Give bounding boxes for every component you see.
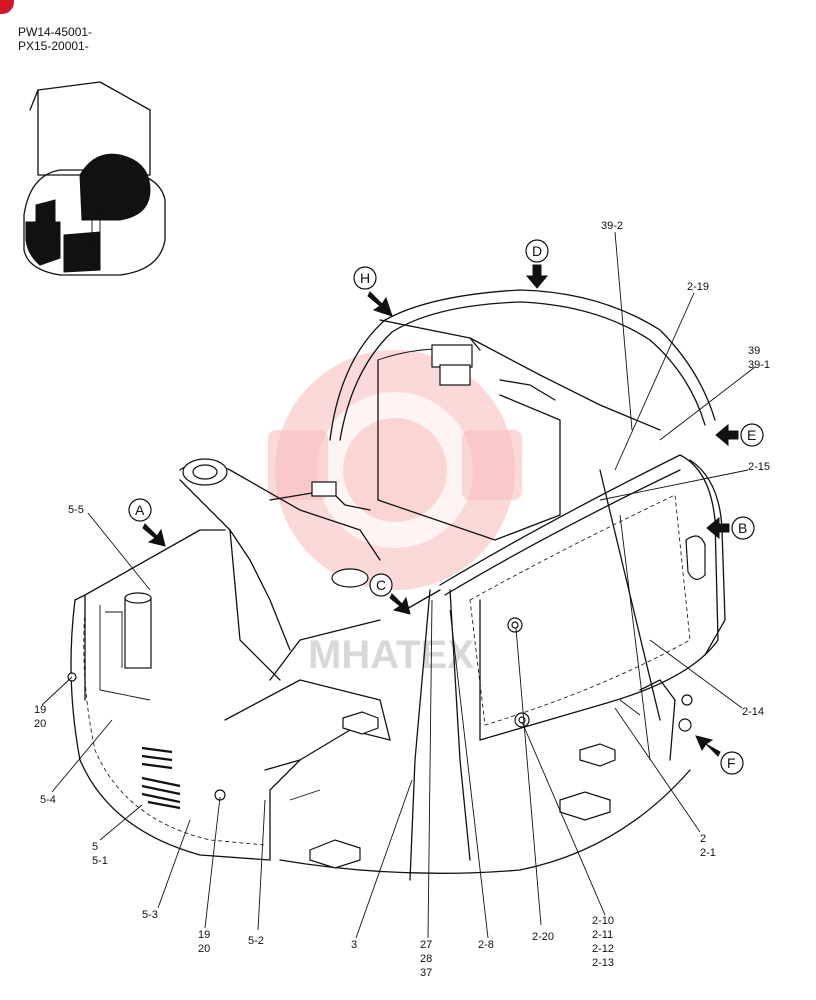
callout-2-1: 2-1 (700, 847, 716, 859)
callout-2-20: 2-20 (532, 931, 554, 943)
callout-2-15: 2-15 (748, 461, 770, 473)
view-marker-f: F (695, 735, 744, 775)
watermark-logo (268, 350, 522, 590)
callout-5: 5 (92, 841, 98, 853)
machine-body (67, 289, 726, 881)
callout-2-10: 2-10 (592, 915, 614, 927)
callout-20-left: 20 (34, 718, 46, 730)
location-thumbnail (23, 81, 166, 276)
callout-labels: 39-2 2-19 39 39-1 2-15 5-5 19 20 2-14 5-… (34, 220, 770, 979)
callout-28: 28 (420, 953, 432, 965)
leader-lines (41, 231, 756, 939)
serial-range-2: PX15-20001- (18, 39, 89, 53)
callout-20-bottom: 20 (198, 943, 210, 955)
watermark-text: MHATEX (308, 633, 474, 677)
view-marker-d: D (525, 239, 549, 289)
callout-2-14: 2-14 (742, 706, 764, 718)
view-marker-e: E (715, 423, 764, 447)
callout-27: 27 (420, 939, 432, 951)
view-marker-a: A (128, 498, 166, 547)
view-marker-c: C (369, 573, 411, 615)
callout-5-5: 5-5 (68, 504, 84, 516)
svg-text:C: C (376, 577, 386, 593)
callout-39-2: 39-2 (601, 220, 623, 232)
callout-5-1: 5-1 (92, 855, 108, 867)
callout-2-13: 2-13 (592, 957, 614, 969)
callout-2-11: 2-11 (592, 929, 613, 941)
callout-39-1: 39-1 (748, 359, 770, 371)
svg-text:E: E (747, 427, 756, 443)
callout-2-19: 2-19 (687, 281, 709, 293)
view-marker-b: B (706, 516, 755, 540)
svg-text:H: H (360, 270, 370, 286)
svg-text:D: D (532, 243, 542, 259)
callout-2-8: 2-8 (478, 939, 494, 951)
callout-39: 39 (748, 345, 760, 357)
callout-5-3: 5-3 (142, 909, 158, 921)
svg-text:B: B (738, 520, 747, 536)
svg-text:F: F (727, 755, 736, 771)
callout-19-left: 19 (34, 704, 46, 716)
callout-5-4: 5-4 (40, 794, 56, 806)
callout-19-bottom: 19 (198, 929, 210, 941)
view-marker-h: H (353, 266, 393, 317)
svg-text:A: A (135, 502, 145, 518)
callout-5-2: 5-2 (248, 935, 264, 947)
callout-2-12: 2-12 (592, 943, 614, 955)
serial-range-1: PW14-45001- (18, 25, 93, 39)
callout-37: 37 (420, 967, 432, 979)
rear-grille (141, 746, 181, 810)
callout-2: 2 (700, 833, 706, 845)
callout-3: 3 (351, 939, 357, 951)
